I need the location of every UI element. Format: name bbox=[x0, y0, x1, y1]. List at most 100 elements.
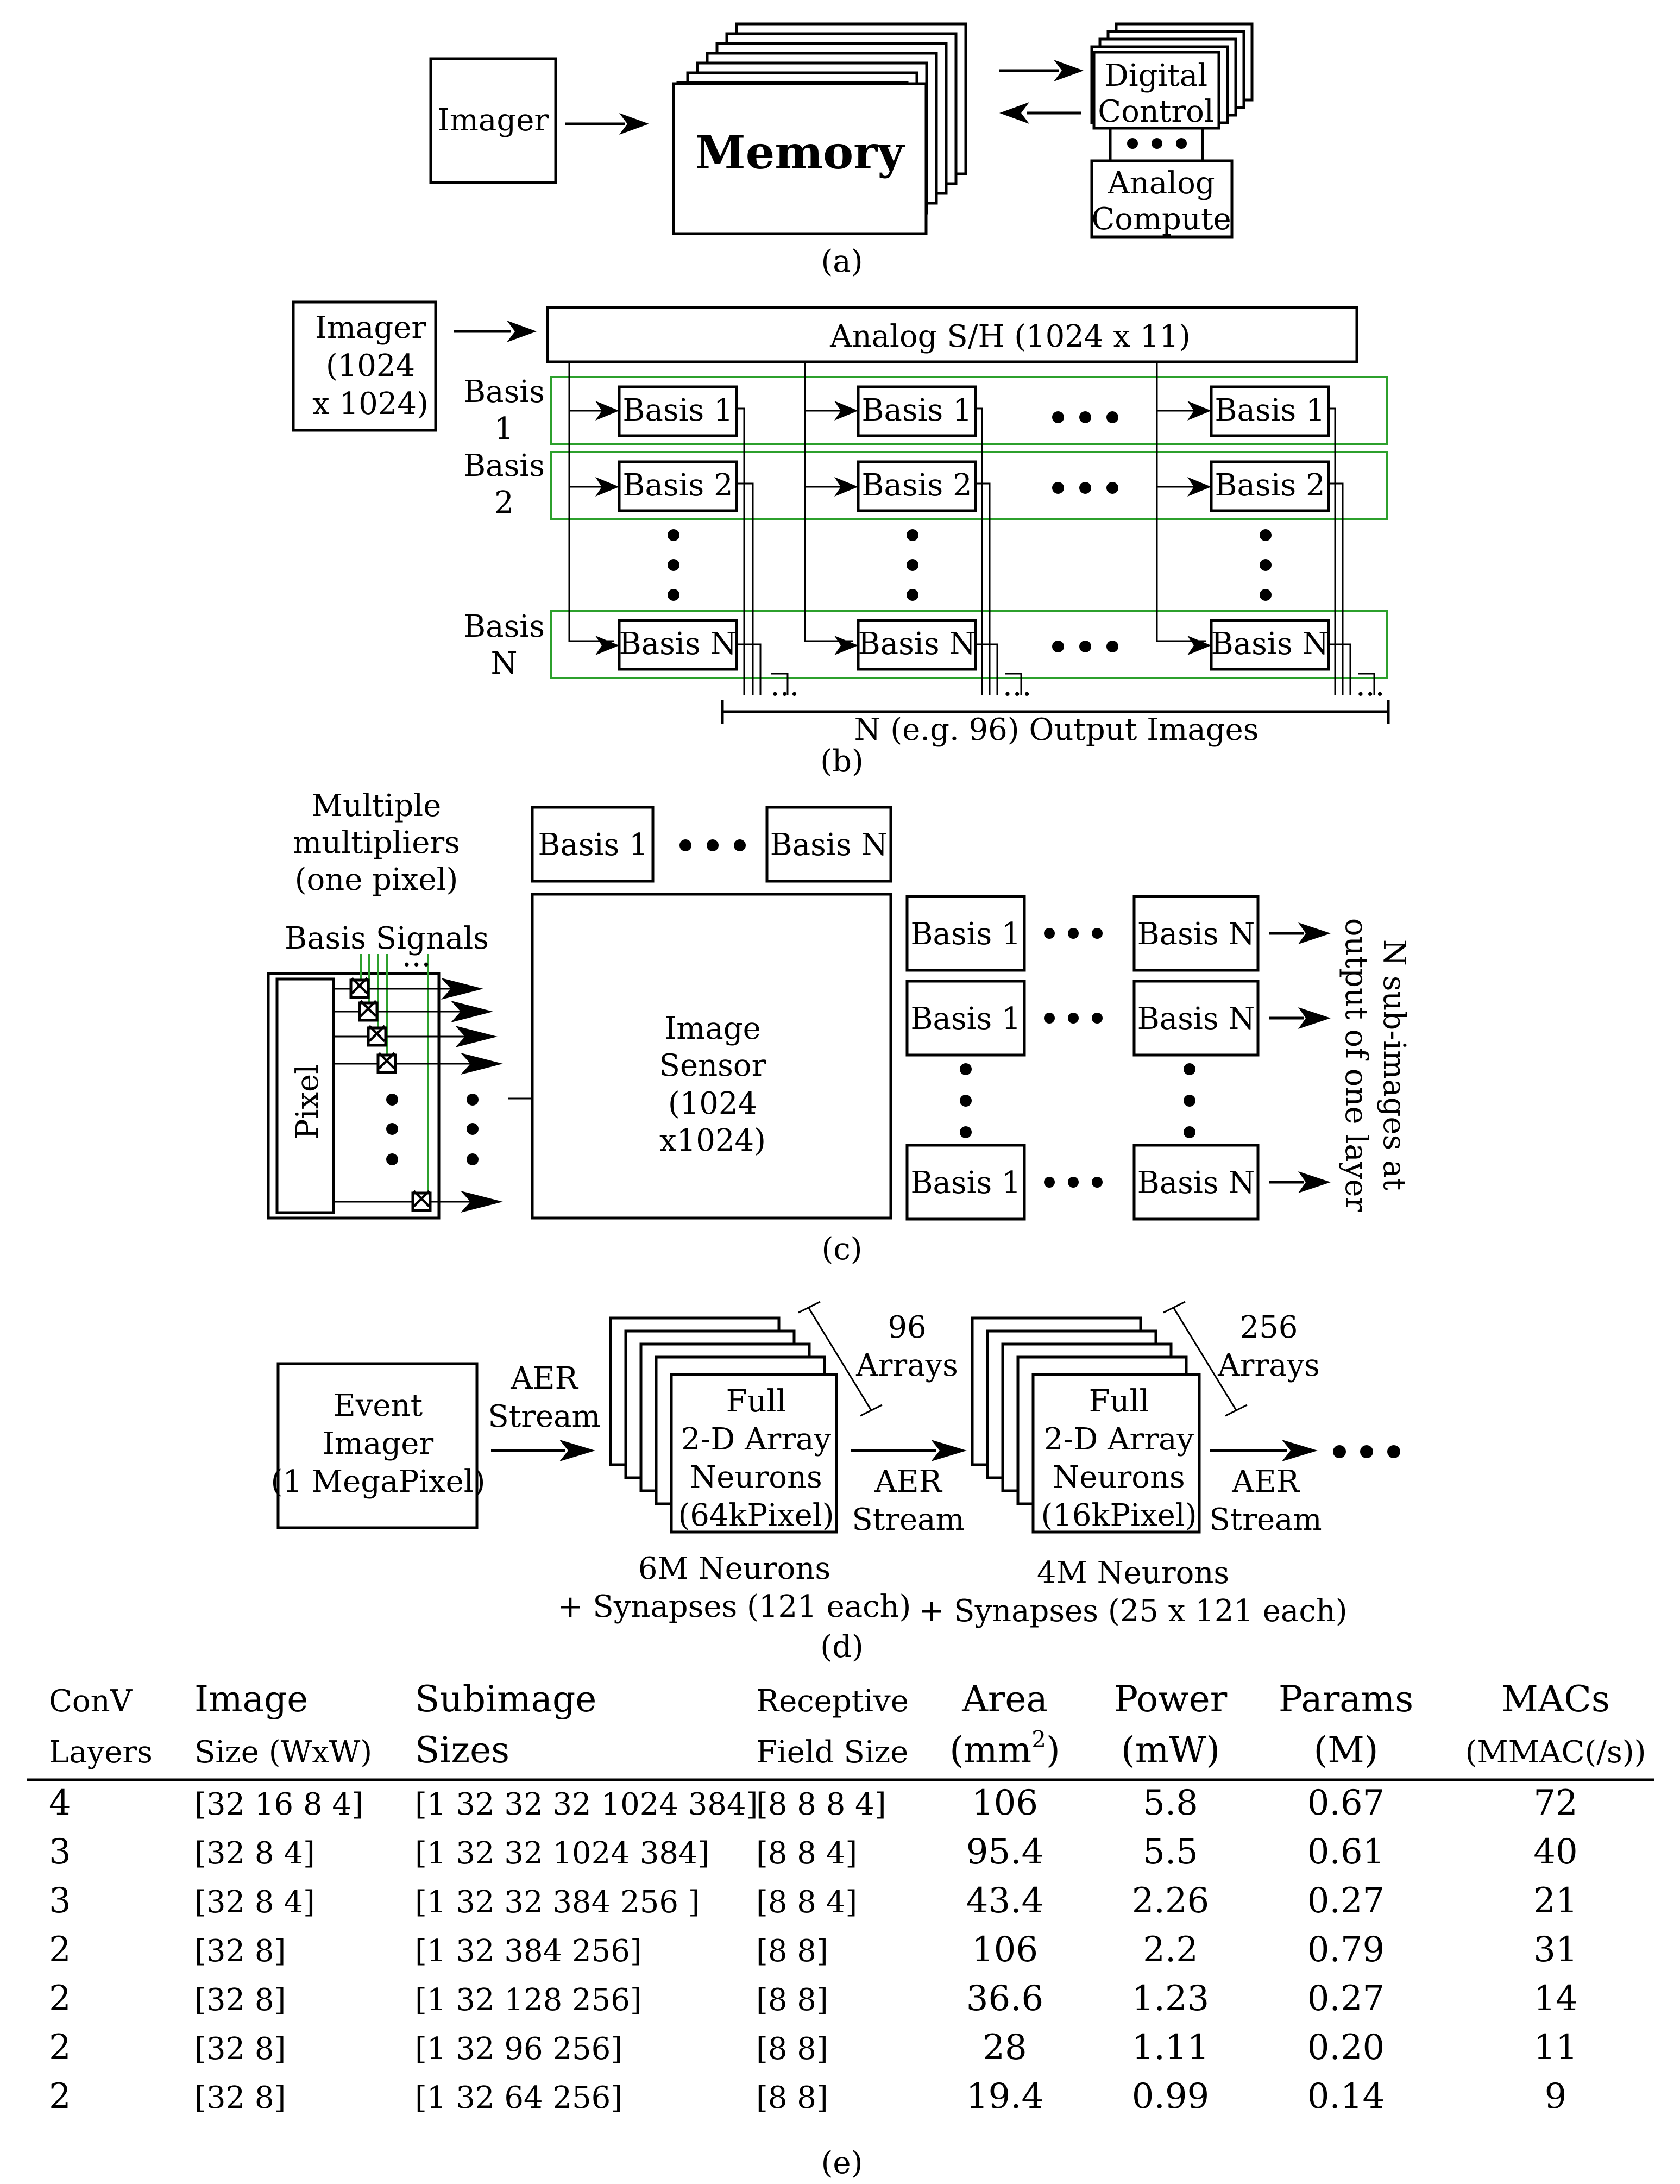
table-cell: 0.99 bbox=[1132, 2076, 1210, 2117]
digital-label-1: Digital bbox=[1104, 58, 1207, 93]
grid-b1-r2: Basis 1 bbox=[910, 1001, 1021, 1037]
table-cell: 9 bbox=[1545, 2076, 1567, 2117]
analog-label-2: Compute bbox=[1091, 202, 1231, 237]
table-cell: 0.61 bbox=[1307, 1832, 1385, 1872]
table-cell: 19.4 bbox=[966, 2076, 1044, 2117]
memory-label: Memory bbox=[695, 125, 905, 179]
b2-col2: Basis 2 bbox=[861, 468, 972, 503]
sensor-label-4: x1024) bbox=[659, 1123, 766, 1158]
hdr-0-a: ConV bbox=[49, 1684, 133, 1719]
hdr-1-b: Size (WxW) bbox=[194, 1735, 372, 1770]
neur1-l2: + Synapses (121 each) bbox=[558, 1589, 911, 1624]
imager-box bbox=[292, 300, 437, 432]
table-cell: [1 32 32 1024 384] bbox=[415, 1836, 709, 1871]
basis-grid: Basis 1 Basis N Basis 1 Basis N Basis 1 … bbox=[905, 895, 1331, 1221]
table-cell: [8 8 4] bbox=[756, 1836, 857, 1871]
analog-compute-box bbox=[1090, 159, 1234, 239]
table-cell: 40 bbox=[1533, 1832, 1577, 1872]
basis-signals-label: Basis Signals bbox=[285, 921, 489, 956]
neuron-stack-1 bbox=[609, 1316, 838, 1534]
ellipsis-signals: ... bbox=[402, 938, 431, 974]
row-label-basis2-a: Basis bbox=[463, 448, 545, 484]
sensor-label-1: Image bbox=[664, 1011, 761, 1046]
svg-text:×: × bbox=[409, 1181, 435, 1216]
row-frame-N bbox=[550, 610, 1388, 679]
b1-col1: Basis 1 bbox=[622, 393, 733, 428]
digital-label-2: Control bbox=[1098, 94, 1214, 129]
svg-text:×: × bbox=[364, 1015, 390, 1051]
n96-l2: Arrays bbox=[855, 1348, 958, 1383]
caption-c: (c) bbox=[821, 1232, 862, 1267]
table-cell: 95.4 bbox=[966, 1832, 1044, 1872]
hdr-2-a: Subimage bbox=[415, 1678, 596, 1720]
mult-label-1: Multiple bbox=[312, 788, 442, 824]
table-cell: 0.79 bbox=[1307, 1930, 1385, 1970]
table-cell: 2 bbox=[49, 2076, 71, 2117]
table-cell: [1 32 128 256] bbox=[415, 1982, 642, 2018]
memory-stack bbox=[672, 22, 967, 235]
hdr-2-b: Sizes bbox=[415, 1729, 509, 1771]
hdr-4-a: Area bbox=[961, 1678, 1048, 1720]
hdr-6-b: (M) bbox=[1313, 1729, 1378, 1771]
table-row: 4[32 16 8 4][1 32 32 32 1024 384][8 8 8 … bbox=[49, 1783, 1578, 1823]
table-cell: 0.27 bbox=[1307, 1881, 1385, 1921]
imager-box bbox=[429, 57, 557, 184]
svg-text:×: × bbox=[356, 990, 381, 1026]
b1-col3: Basis 1 bbox=[1215, 393, 1325, 428]
hdr-7-a: MACs bbox=[1501, 1678, 1610, 1720]
table-cell: 72 bbox=[1533, 1783, 1577, 1823]
full1-l1: Full bbox=[726, 1384, 786, 1419]
imager-label: Imager bbox=[438, 103, 549, 138]
svg-text:×: × bbox=[374, 1043, 400, 1078]
caption-b: (b) bbox=[820, 744, 864, 779]
event-label-2: Imager bbox=[323, 1426, 434, 1461]
table-cell: 5.8 bbox=[1143, 1783, 1198, 1823]
caption-e: (e) bbox=[821, 2145, 863, 2181]
table-cell: [32 8] bbox=[194, 1934, 286, 1969]
analog-sh-box bbox=[546, 306, 1358, 363]
table-cell: 11 bbox=[1533, 2028, 1577, 2068]
grid-b1-r1: Basis 1 bbox=[910, 917, 1021, 952]
aer-label-3b: Stream bbox=[1209, 1502, 1322, 1537]
bN-col1: Basis N bbox=[619, 626, 737, 662]
column-3: Basis 1 Basis 2 Basis N ... bbox=[1156, 362, 1385, 703]
table-cell: 2.2 bbox=[1143, 1930, 1198, 1970]
table-cell: 4 bbox=[49, 1783, 71, 1823]
table-cell: [1 32 96 256] bbox=[415, 2031, 622, 2067]
neur2-l1: 4M Neurons bbox=[1037, 1555, 1229, 1591]
event-label-3: (1 MegaPixel) bbox=[270, 1464, 485, 1499]
ellipsis-col1: ... bbox=[770, 668, 799, 703]
full2-l1: Full bbox=[1089, 1384, 1149, 1419]
table-cell: 0.67 bbox=[1307, 1783, 1385, 1823]
table-cell: [8 8] bbox=[756, 1982, 828, 2018]
hdr-1-a: Image bbox=[194, 1678, 308, 1720]
hdr-7-b: (MMAC(/s)) bbox=[1465, 1735, 1646, 1770]
mult-label-3: (one pixel) bbox=[295, 862, 458, 898]
table-cell: 5.5 bbox=[1143, 1832, 1198, 1872]
output-label: N (e.g. 96) Output Images bbox=[854, 712, 1259, 748]
full2-l4: (16kPixel) bbox=[1041, 1498, 1197, 1533]
table-cell: [8 8] bbox=[756, 1934, 828, 1969]
grid-bN-r1: Basis N bbox=[1137, 917, 1255, 952]
table-cell: 0.27 bbox=[1307, 1979, 1385, 2019]
table-cell: [8 8] bbox=[756, 2031, 828, 2067]
table-cell: [32 8] bbox=[194, 1982, 286, 2018]
pixel-inner bbox=[275, 977, 335, 1214]
panel-b: Imager (1024 x 1024) Analog S/H (1024 x … bbox=[292, 300, 1390, 779]
panel-d: Event Imager (1 MegaPixel) AER Stream Fu… bbox=[270, 1301, 1400, 1665]
image-sensor-box bbox=[531, 893, 892, 1220]
table-cell: [1 32 384 256] bbox=[415, 1934, 642, 1969]
analog-sh-label: Analog S/H (1024 x 11) bbox=[829, 319, 1191, 354]
grid-bN-r3: Basis N bbox=[1137, 1165, 1255, 1201]
table-cell: 106 bbox=[972, 1930, 1038, 1970]
neur2-l2: + Synapses (25 x 121 each) bbox=[918, 1593, 1347, 1629]
aer-label-2a: AER bbox=[874, 1464, 942, 1499]
row-label-basis1-a: Basis bbox=[463, 374, 545, 410]
table-cell: [8 8 4] bbox=[756, 1885, 857, 1920]
b1-col2: Basis 1 bbox=[861, 393, 972, 428]
